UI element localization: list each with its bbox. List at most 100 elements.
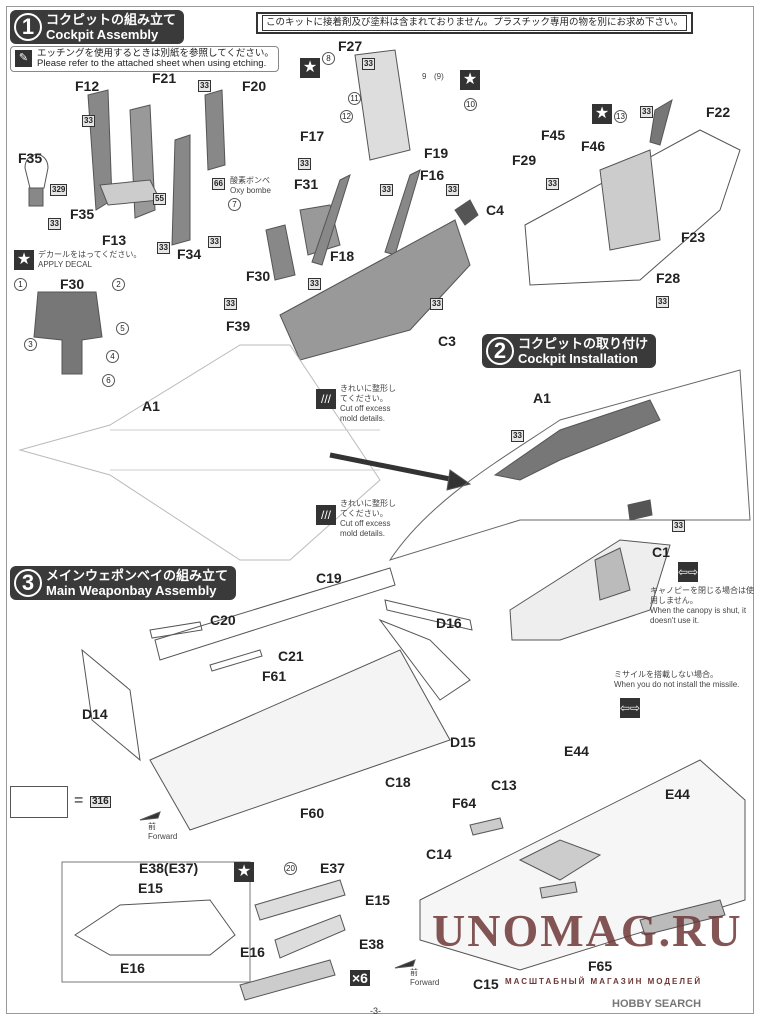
notice-box: このキットに接着剤及び塗料は含まれておりません。プラスチック専用の物を別にお求め…	[256, 12, 693, 34]
part-label: F30	[60, 276, 85, 292]
part-label: A1	[142, 398, 160, 414]
part-label: E44	[665, 786, 690, 802]
part-label: C13	[491, 777, 517, 793]
part-label: E38	[359, 936, 384, 952]
decal-number: 2	[112, 278, 125, 291]
decal-number: 11	[348, 92, 361, 105]
part-label: E16	[240, 944, 265, 960]
paint-code: 55	[153, 193, 166, 205]
decal-number: 1	[14, 278, 27, 291]
part-label: F22	[706, 104, 731, 120]
page-number: -3-	[370, 1006, 381, 1016]
paint-code: 33	[224, 298, 237, 310]
paint-code: 329	[50, 184, 68, 196]
notice-text: このキットに接着剤及び塗料は含まれておりません。プラスチック専用の物を別にお求め…	[262, 15, 687, 31]
step-number: 3	[14, 569, 42, 597]
part-label: C20	[210, 612, 236, 628]
step-title-jp: コクピットの取り付け	[518, 336, 649, 351]
quantity-badge: ×6	[350, 970, 370, 986]
part-label: F27	[338, 38, 363, 54]
missile-note-jp: ミサイルを搭載しない場合。	[614, 670, 718, 679]
step-2-header: 2 コクピットの取り付け Cockpit Installation	[482, 334, 657, 368]
decal-star-icon: ★	[234, 862, 254, 882]
part-label: F34	[177, 246, 202, 262]
part-label: F35	[18, 150, 43, 166]
part-label: C18	[385, 774, 411, 790]
cut-note-jp: きれいに整形してください。	[340, 384, 396, 403]
part-label: E15	[365, 892, 390, 908]
part-label: F17	[300, 128, 325, 144]
oxy-note-en: Oxy bombe	[230, 186, 271, 195]
paint-code: 33	[308, 278, 321, 290]
paint-code: 33	[48, 218, 61, 230]
paint-code: 33	[208, 236, 221, 248]
forward-en: Forward	[410, 978, 440, 987]
part-label: F18	[330, 248, 355, 264]
step-number: 1	[14, 13, 42, 41]
part-label: E44	[564, 743, 589, 759]
part-label: F19	[424, 145, 449, 161]
decal-star-icon: ★	[14, 250, 34, 270]
part-label: D16	[436, 615, 462, 631]
part-label: E38(E37)	[139, 860, 199, 876]
page-frame	[6, 6, 754, 1014]
decal-note-en: APPLY DECAL	[38, 260, 92, 269]
part-label: F60	[300, 805, 325, 821]
part-label: F64	[452, 795, 477, 811]
paint-code: 33	[82, 115, 95, 127]
canopy-note-en: When the canopy is shut, it doesn't use …	[650, 606, 747, 625]
cut-note: きれいに整形してください。Cut off excess mold details…	[340, 499, 402, 539]
part-label: C3	[438, 333, 456, 349]
part-label: F13	[102, 232, 127, 248]
paint-code: 33	[546, 178, 559, 190]
etching-note-jp: エッチングを使用するときは別紙を参照してください。	[37, 48, 274, 59]
part-label: F30	[246, 268, 271, 284]
part-label: F31	[294, 176, 319, 192]
part-label: E37	[320, 860, 345, 876]
step-title-jp: コクピットの組み立て	[46, 12, 177, 27]
part-label: F39	[226, 318, 251, 334]
canopy-note-jp: キャノピーを閉じる場合は使用しません。	[650, 586, 754, 605]
cut-icon: ///	[316, 505, 336, 525]
paint-code: 33	[298, 158, 311, 170]
etching-note: ✎ エッチングを使用するときは別紙を参照してください。 Please refer…	[10, 46, 279, 72]
decal-number: 8	[322, 52, 335, 65]
paint-code: 33	[672, 520, 685, 532]
decal-note: デカールをはってください。APPLY DECAL	[38, 250, 141, 270]
paint-code: 33	[640, 106, 653, 118]
part-label: F21	[152, 70, 177, 86]
step-title-jp: メインウェポンベイの組み立て	[46, 568, 229, 583]
part-label: F20	[242, 78, 267, 94]
paint-code: 66	[212, 178, 225, 190]
missile-note: ミサイルを搭載しない場合。When you do not install the…	[614, 670, 739, 690]
part-label: C1	[652, 544, 670, 560]
paint-code: 33	[380, 184, 393, 196]
decal-number: 7	[228, 198, 241, 211]
part-label: F29	[512, 152, 537, 168]
part-label: D15	[450, 734, 476, 750]
optional-arrow-icon: ⇦⇨	[678, 562, 698, 582]
paint-code: 316	[90, 796, 111, 808]
watermark-subtitle: МАСШТАБНЫЙ МАГАЗИН МОДЕЛЕЙ	[505, 977, 703, 986]
step-1-header: 1 コクピットの組み立て Cockpit Assembly	[10, 10, 185, 44]
paint-code: 33	[157, 242, 170, 254]
forward-jp: 前	[148, 822, 156, 831]
paint-code: 33	[430, 298, 443, 310]
paint-code: 33	[511, 430, 524, 442]
decal-number: 5	[116, 322, 129, 335]
decal-star-icon: ★	[300, 58, 320, 78]
part-label: E16	[120, 960, 145, 976]
decal-star-icon: ★	[592, 104, 612, 124]
decal-number: 3	[24, 338, 37, 351]
forward-jp: 前	[410, 968, 418, 977]
paint-swatch-box	[10, 786, 68, 818]
part-label: F35	[70, 206, 95, 222]
cut-note-en: Cut off excess mold details.	[340, 519, 391, 538]
decal-number: 10	[464, 98, 477, 111]
equals-sign: =	[74, 792, 84, 809]
decal-note-jp: デカールをはってください。	[38, 250, 142, 259]
cut-note: きれいに整形してください。Cut off excess mold details…	[340, 384, 402, 424]
